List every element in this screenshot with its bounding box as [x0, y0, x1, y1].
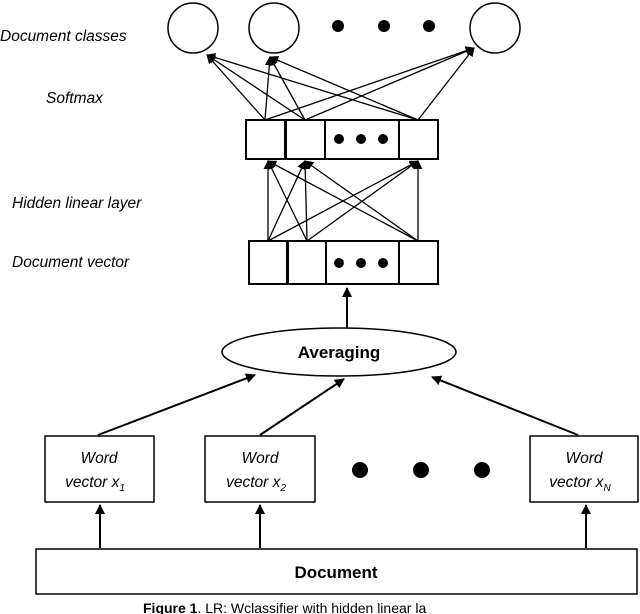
averaging-node: [221, 327, 457, 377]
ellipsis-dot: [378, 20, 390, 32]
label-document-classes: Document classes: [0, 28, 127, 45]
document-class-nodes: [167, 2, 521, 54]
label-hidden-linear-layer: Hidden linear layer: [12, 195, 142, 212]
softmax-connections: [206, 46, 475, 121]
ellipsis-dot: [474, 462, 490, 478]
ellipsis-dot: [378, 134, 388, 144]
word-vector-1: Word vector x1: [44, 435, 155, 503]
vector-unit: [287, 240, 327, 285]
class-node: [469, 2, 521, 54]
word-to-averaging-arrows: [97, 373, 579, 436]
ellipsis-dot: [334, 134, 344, 144]
ellipsis-dot: [413, 462, 429, 478]
ellipsis-dot: [334, 258, 344, 268]
word-vector-2-line1: Word: [241, 450, 279, 467]
ellipsis-dot: [352, 462, 368, 478]
document-to-word-arrows: [95, 504, 591, 548]
class-node: [167, 2, 219, 54]
word-vector-1-line2: vector x1: [65, 474, 125, 494]
document-label: Document: [294, 563, 377, 582]
hidden-unit: [398, 119, 439, 160]
label-document-vector: Document vector: [12, 254, 130, 271]
ellipsis-dot: [356, 134, 366, 144]
vector-unit: [248, 240, 288, 285]
ellipsis-dot: [378, 258, 388, 268]
hidden-unit: [285, 119, 326, 160]
ellipsis-dot: [332, 20, 344, 32]
word-vector-n-line1: Word: [565, 450, 603, 467]
ellipsis-dot: [356, 258, 366, 268]
word-vector-1-line1: Word: [80, 450, 118, 467]
word-vector-2-line2: vector x2: [226, 474, 286, 494]
word-vector-2: Word vector x2: [204, 435, 316, 503]
word-vector-n-line2: vector xN: [549, 474, 611, 494]
hidden-layer-row: [245, 119, 439, 160]
hidden-connections: [263, 160, 423, 242]
hidden-unit: [245, 119, 286, 160]
class-node: [248, 2, 300, 54]
word-vector-n: Word vector xN: [529, 435, 639, 503]
document-box: [35, 548, 638, 595]
figure-caption: Figure 1. LR: Wclassifier with hidden li…: [143, 600, 426, 614]
vector-unit: [398, 240, 439, 285]
document-vector-row: [248, 240, 439, 285]
label-softmax: Softmax: [46, 90, 104, 107]
ellipsis-dot: [423, 20, 435, 32]
averaging-label: Averaging: [298, 343, 381, 362]
